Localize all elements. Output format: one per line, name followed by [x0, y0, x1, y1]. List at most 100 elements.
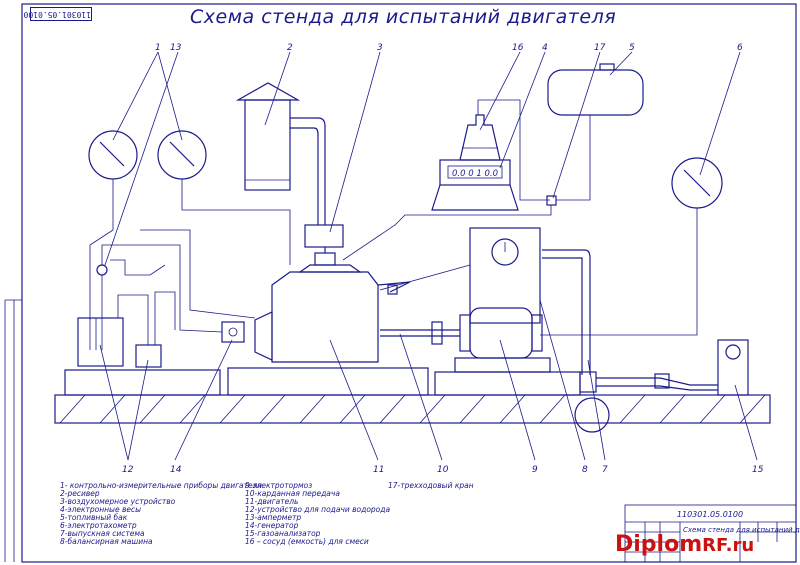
callout-8: 8 — [582, 465, 588, 475]
engine-head — [298, 264, 362, 273]
tachometer-cable — [540, 208, 698, 336]
generator-14-icon — [221, 321, 245, 343]
hydrogen-washer — [135, 344, 162, 368]
legend-item: 7-выпускная система — [60, 529, 145, 538]
exhaust-pipe-7-inner — [542, 257, 583, 375]
brake-flange-left — [459, 314, 471, 352]
three-way-valve-17-icon — [546, 195, 557, 206]
hydrogen-supply-12 — [77, 317, 124, 367]
legend-column-1: 1- контрольно-измерительные приборы двиг… — [60, 482, 262, 546]
gauge-1-line — [89, 179, 114, 320]
gauge-13-icon — [157, 130, 207, 180]
airflow-adapter — [314, 252, 336, 266]
gauge-1-needle — [99, 141, 125, 167]
callout-leaders — [99, 51, 758, 461]
brake-flange-right — [531, 314, 543, 352]
sheet-frame — [21, 3, 797, 563]
analyzer-dial-icon — [725, 344, 741, 360]
floor-hatching — [59, 394, 766, 424]
analyzer-filter — [654, 373, 670, 389]
legend-item: 9-электротормоз — [245, 481, 313, 490]
callout-17: 17 — [594, 43, 606, 53]
callout-2: 2 — [287, 43, 293, 53]
title-block-frame — [624, 504, 797, 563]
tachometer-needle — [683, 169, 711, 197]
exhaust-silencer — [579, 371, 597, 393]
left-base-plate — [64, 369, 221, 396]
switch-line — [110, 259, 166, 276]
legend-item: 11-двигатель — [245, 497, 299, 506]
legend-column-3: 17-трехходовый кран — [388, 482, 474, 490]
analyzer-line-2 — [596, 385, 718, 391]
scale-stand — [431, 184, 519, 211]
electronic-scale-4 — [439, 159, 511, 186]
legend-item: 1- контрольно-измерительные приборы двиг… — [60, 481, 262, 490]
gauge-13-needle — [169, 141, 195, 167]
scale-display-value: 0.0 0 1 0.0 — [452, 169, 498, 179]
mixture-vessel-16-icon — [459, 114, 501, 161]
receiver-duct-outer — [290, 117, 326, 225]
legend-item: 8-балансирная машина — [60, 537, 153, 546]
title-block-name: Схема стенда для испытаний двигателя — [683, 526, 800, 534]
gauge-line-2 — [140, 229, 256, 319]
cell-to-washer — [117, 294, 149, 345]
legend-column-2: 9-электротормоз 10-карданная передача 11… — [245, 482, 390, 546]
floor-foundation — [54, 394, 771, 424]
callout-3: 3 — [377, 43, 383, 53]
legend-item: 10-карданная передача — [245, 489, 340, 498]
vessel-fuel-line — [477, 99, 550, 201]
legend-item: 2-ресивер — [60, 489, 100, 498]
watermark-suffix: RF.ru — [702, 535, 755, 556]
callout-10: 10 — [437, 465, 449, 475]
ammeter-13-icon — [96, 264, 108, 276]
gas-analyzer-15 — [717, 339, 749, 396]
fuel-tank-5-icon — [547, 69, 644, 116]
exhaust-manifold — [377, 281, 411, 293]
callout-1: 1 — [155, 43, 161, 53]
legend-item: 17-трехходовый кран — [388, 481, 474, 490]
legend-item: 15-газоанализатор — [245, 529, 321, 538]
legend-item: 6-электротахометр — [60, 521, 137, 530]
callout-6: 6 — [737, 43, 743, 53]
engine-11 — [271, 271, 379, 363]
exhaust-drum-icon — [574, 397, 610, 433]
callout-12: 12 — [122, 465, 134, 475]
brake-base-plate — [434, 371, 581, 396]
tacho-link-line — [379, 264, 471, 291]
brake-foot — [454, 357, 551, 373]
scale-display — [447, 165, 503, 179]
gauge-13-line — [181, 179, 291, 265]
page-title: Схема стенда для испытаний двигателя — [190, 6, 617, 28]
callout-11: 11 — [373, 465, 384, 475]
legend-item: 16 – сосуд (емкость) для смеси — [245, 537, 369, 546]
legend-item: 3-воздухомерное устройство — [60, 497, 176, 506]
analyzer-line — [596, 377, 718, 386]
balance-machine-8 — [469, 227, 541, 324]
watermark-logo: DiplomRF.ru — [615, 532, 754, 557]
receiver-duct-inner — [290, 127, 319, 225]
callout-13: 13 — [170, 43, 182, 53]
fuel-tank-line — [556, 115, 591, 201]
exhaust-pipe-7 — [542, 249, 591, 375]
callout-5: 5 — [629, 43, 635, 53]
fuel-tank-cap — [599, 63, 615, 71]
callout-15: 15 — [752, 465, 764, 475]
legend-item: 13-амперметр — [245, 513, 302, 522]
engine-flywheel-housing — [254, 311, 273, 361]
callout-14: 14 — [170, 465, 182, 475]
callout-16: 16 — [512, 43, 524, 53]
exhaust-sensor — [387, 284, 398, 295]
fuel-supply-line — [342, 205, 552, 261]
legend-item: 12-устройство для подачи водорода — [245, 505, 391, 514]
receiver-roof — [235, 82, 301, 101]
receiver-2 — [244, 99, 291, 191]
washer-to-intake — [154, 291, 176, 345]
engine-base-plate — [227, 367, 429, 396]
ammeter-wire — [101, 244, 223, 333]
legend-item: 5-топливный бак — [60, 513, 128, 522]
callout-4: 4 — [542, 43, 548, 53]
cardan-joint — [431, 321, 443, 345]
legend-item: 4-электронные весы — [60, 505, 142, 514]
